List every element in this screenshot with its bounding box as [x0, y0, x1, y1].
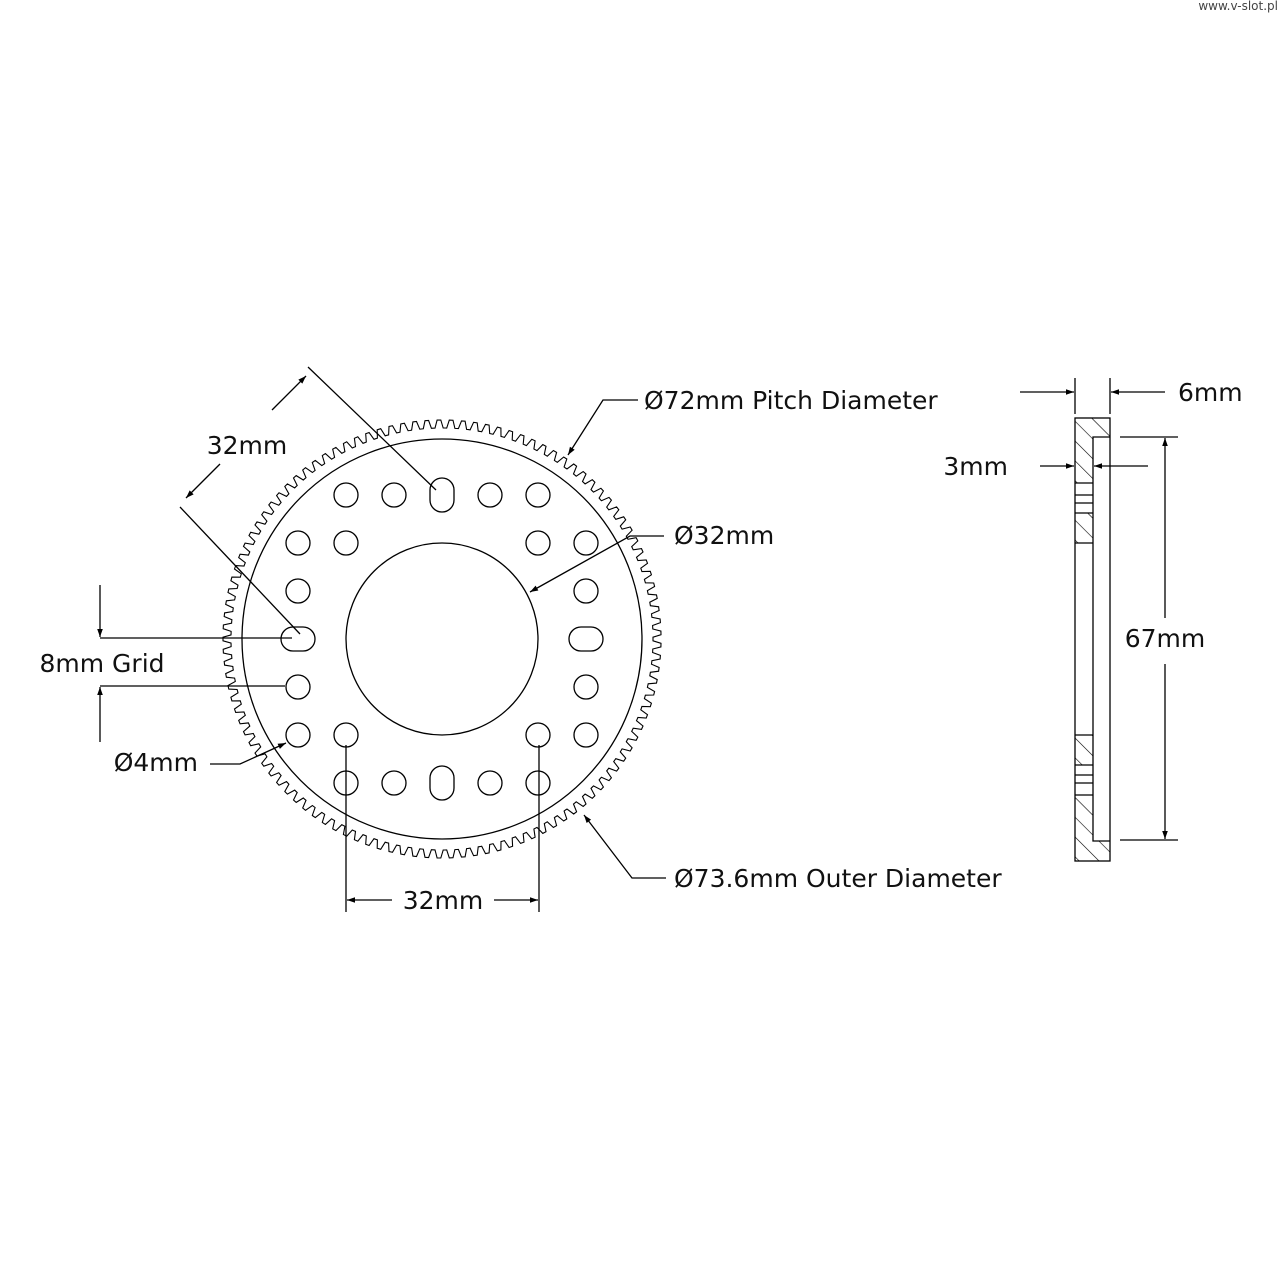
mounting-hole	[285, 530, 311, 556]
side-view	[1074, 417, 1111, 862]
step-label: 3mm	[943, 452, 1008, 481]
dimension-arrow	[185, 463, 221, 499]
front-dimensions: 32mm 8mm Grid Ø4mm 32mm Ø72mm Pitch Diam…	[39, 366, 1002, 915]
front-view	[222, 419, 662, 859]
mounting-hole	[525, 770, 551, 796]
outer-diameter-label: Ø73.6mm Outer Diameter	[674, 864, 1002, 893]
grid-label: 8mm Grid	[39, 649, 164, 678]
mounting-hole	[573, 674, 599, 700]
mounting-holes	[280, 477, 604, 801]
mounting-hole	[477, 770, 503, 796]
mounting-hole	[525, 482, 551, 508]
watermark: www.v-slot.pl	[1198, 0, 1278, 13]
height-label: 67mm	[1125, 624, 1206, 653]
side-profile-outline	[1074, 417, 1111, 862]
pitch-diameter-label: Ø72mm Pitch Diameter	[644, 386, 938, 415]
mounting-hole	[573, 530, 599, 556]
pitch-diameter-leader	[567, 399, 638, 456]
extension-line	[179, 506, 301, 635]
gear-teeth-outline	[222, 419, 662, 859]
extension-line	[307, 366, 437, 491]
outer-diameter-leader	[583, 814, 666, 879]
mounting-hole	[285, 674, 311, 700]
bore-leader	[529, 535, 664, 593]
mounting-hole	[333, 530, 359, 556]
mounting-hole	[573, 722, 599, 748]
hole-label: Ø4mm	[114, 748, 198, 777]
mounting-hole	[333, 722, 359, 748]
bore-label: Ø32mm	[674, 521, 774, 550]
mounting-hole	[381, 482, 407, 508]
side-dimensions: 6mm 3mm 67mm	[943, 378, 1243, 841]
slot-hole	[429, 765, 455, 801]
horizontal-spacing-label: 32mm	[403, 886, 484, 915]
mounting-hole	[573, 578, 599, 604]
mounting-hole	[333, 482, 359, 508]
inner-ring-circle	[241, 438, 643, 840]
mounting-hole	[285, 722, 311, 748]
hole-leader	[210, 742, 287, 765]
mounting-hole	[525, 530, 551, 556]
mounting-hole	[285, 578, 311, 604]
center-bore	[345, 542, 539, 736]
slot-hole	[429, 477, 455, 513]
dimension-arrow	[271, 375, 307, 411]
thickness-label: 6mm	[1178, 378, 1243, 407]
diagonal-spacing-label: 32mm	[207, 431, 288, 460]
mounting-hole	[381, 770, 407, 796]
slot-hole	[280, 626, 316, 652]
mounting-hole	[477, 482, 503, 508]
mounting-hole	[525, 722, 551, 748]
slot-hole	[568, 626, 604, 652]
